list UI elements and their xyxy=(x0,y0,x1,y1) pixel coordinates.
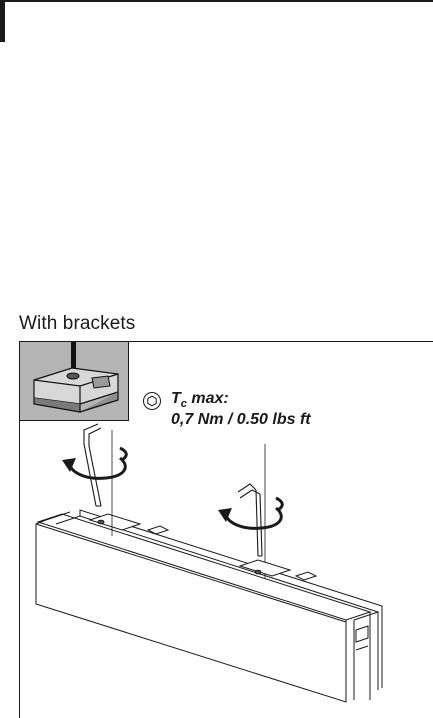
torque-max-label: max: xyxy=(191,390,229,407)
torque-symbol: T xyxy=(171,390,181,407)
top-rule xyxy=(0,0,433,2)
section-title: With brackets xyxy=(19,313,136,334)
rotate-arrow-icon xyxy=(62,446,128,480)
bracket-detail-illustration xyxy=(33,342,119,413)
torque-spec: Tc max: 0,7 Nm / 0.50 lbs ft xyxy=(171,389,311,429)
rotate-arrow-icon xyxy=(218,496,284,530)
torque-value: 0,7 Nm / 0.50 lbs ft xyxy=(171,411,311,428)
torque-subscript: c xyxy=(180,398,187,410)
hex-socket-icon xyxy=(142,391,162,416)
glass-panel xyxy=(35,523,347,703)
frame-left-line xyxy=(19,341,20,718)
frame-top-line xyxy=(19,341,433,342)
screw-head xyxy=(66,372,80,380)
allen-key-icon xyxy=(237,483,263,557)
allen-key-shaft xyxy=(71,342,76,372)
allen-key-icon xyxy=(83,423,102,507)
bracket-detail-inset xyxy=(19,341,129,421)
rail-profile xyxy=(36,509,383,700)
top-tab-marker xyxy=(0,0,5,42)
torque-heading: Tc max: xyxy=(171,389,311,410)
